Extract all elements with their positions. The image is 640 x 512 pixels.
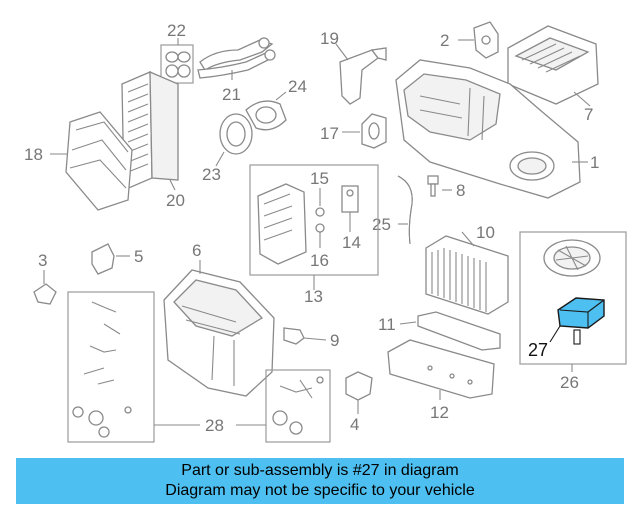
part-23-gasket	[215, 113, 253, 167]
part-9-sensor	[283, 327, 327, 345]
part-2-bracket	[458, 21, 499, 59]
callout-14: 14	[342, 233, 361, 252]
part-27-highlighted[interactable]	[549, 297, 605, 345]
part-17-actuator	[342, 113, 387, 149]
callout-19: 19	[320, 29, 339, 48]
part-24-seal	[245, 91, 287, 131]
part-14-expansion-valve	[341, 185, 359, 232]
callout-22: 22	[167, 21, 186, 40]
part-5-sensor	[91, 243, 130, 275]
part-1-hvac-housing	[395, 59, 588, 199]
callout-28: 28	[205, 416, 224, 435]
part-10-cabin-filter	[425, 231, 509, 315]
callout-16: 16	[310, 251, 329, 270]
info-banner: Part or sub-assembly is #27 in diagram D…	[16, 458, 624, 504]
callout-20: 20	[166, 191, 185, 210]
callout-25: 25	[372, 215, 391, 234]
callout-4: 4	[350, 415, 359, 434]
callout-5: 5	[134, 247, 143, 266]
part-21-heater-pipes	[197, 37, 276, 80]
callout-15: 15	[310, 169, 329, 188]
part-18-evaporator	[50, 111, 133, 211]
callout-9: 9	[330, 331, 339, 350]
callout-8: 8	[456, 181, 465, 200]
callout-7: 7	[584, 105, 593, 124]
callout-21: 21	[222, 85, 241, 104]
part-15-oring	[315, 188, 325, 217]
callout-18: 18	[24, 145, 43, 164]
callout-24: 24	[288, 77, 307, 96]
banner-line-1: Part or sub-assembly is #27 in diagram	[181, 462, 459, 479]
parts-diagram: 22 21 20 18 23 24 19	[24, 21, 627, 443]
callout-13: 13	[304, 287, 323, 306]
callout-2: 2	[440, 31, 449, 50]
part-16-oring	[315, 223, 325, 248]
callout-26: 26	[560, 373, 579, 392]
callout-3: 3	[38, 251, 47, 270]
part-19-bracket	[335, 43, 387, 105]
callout-17: 17	[320, 124, 339, 143]
part-25-hose	[397, 175, 413, 245]
callout-1: 1	[590, 153, 599, 172]
callout-27: 27	[528, 340, 548, 360]
part-6-distribution-housing	[163, 260, 275, 397]
callout-11: 11	[378, 315, 396, 334]
part-26-blower-assembly	[519, 231, 627, 372]
part-28-linkage-kit	[67, 291, 331, 443]
part-4-actuator	[345, 371, 373, 414]
part-22-seals	[160, 38, 194, 84]
part-13-valve-kit	[249, 164, 379, 290]
callout-12: 12	[430, 403, 449, 422]
part-3-clip	[33, 270, 57, 305]
part-8-screw	[427, 175, 452, 197]
callout-6: 6	[192, 241, 201, 260]
callout-10: 10	[476, 223, 495, 242]
callout-23: 23	[202, 165, 221, 184]
part-12-panel	[387, 339, 495, 400]
part-7-air-inlet	[507, 25, 599, 107]
banner-line-2: Diagram may not be specific to your vehi…	[165, 482, 475, 499]
part-11-seal-strip	[399, 311, 501, 351]
